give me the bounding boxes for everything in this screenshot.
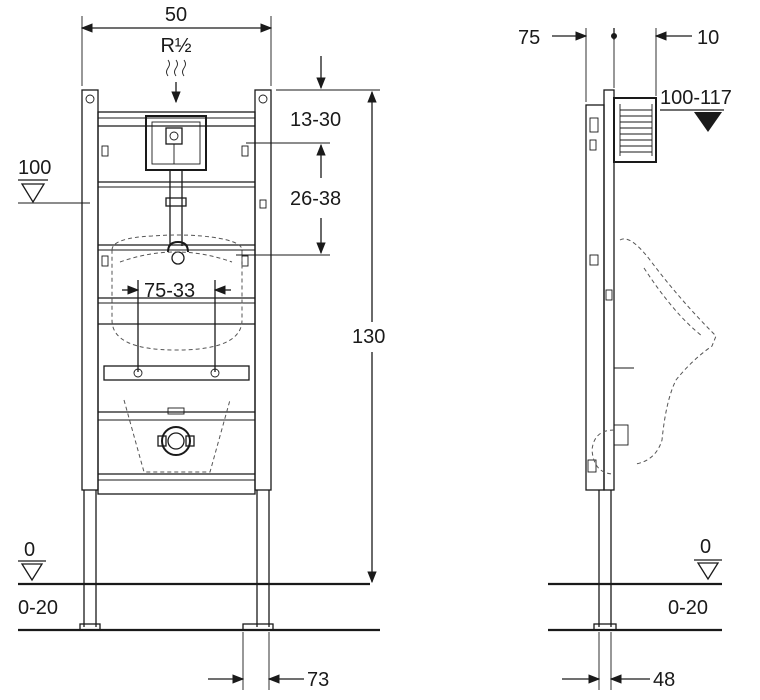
fixing-label: 75-33 (144, 280, 195, 302)
side-floor-marker: 0 0-20 (668, 536, 722, 619)
level-100-marker: 100 (18, 157, 90, 204)
depth-left-label: 75 (518, 27, 540, 49)
flush-panel-side (613, 97, 657, 163)
level-100-label: 100 (18, 157, 51, 179)
water-supply-icon (166, 59, 186, 104)
height-dimensions: 13-30 26-38 130 (236, 56, 385, 584)
drain-connection (157, 407, 195, 456)
thread-label: R½ (160, 35, 191, 57)
urinal-outline-side (591, 238, 717, 475)
front-floor-range-label: 0-20 (18, 597, 58, 619)
frame-uprights (79, 89, 274, 631)
side-view: 75 10 100-117 0 0-20 48 (518, 27, 732, 691)
supply-pipe (165, 170, 189, 265)
front-floor-marker: 0 0-20 (18, 539, 58, 619)
width-label: 50 (165, 4, 187, 26)
panel-level-marker: 100-117 (660, 87, 732, 132)
foot-offset-label: 48 (653, 669, 675, 691)
depth-right-label: 10 (697, 27, 719, 49)
flush-valve-housing (145, 115, 207, 171)
side-floor-level-label: 0 (700, 536, 711, 558)
front-view: 75-33 50 R½ 100 13-30 (18, 4, 385, 691)
side-floor-lines (548, 582, 722, 632)
height-label: 130 (352, 326, 385, 348)
side-floor-range-label: 0-20 (668, 597, 708, 619)
width-dimension: 50 R½ (80, 4, 273, 86)
frame-body (97, 111, 267, 495)
front-floor-lines (18, 582, 380, 632)
leg-offset-label: 73 (307, 669, 329, 691)
panel-label: 100-117 (660, 87, 732, 109)
fixing-dimension: 75-33 (122, 280, 231, 372)
spacing-label: 26-38 (290, 188, 341, 210)
urinal-outline-front (111, 234, 243, 473)
flush-height-label: 13-30 (290, 109, 341, 131)
front-floor-level-label: 0 (24, 539, 35, 561)
foot-offset-dimension: 48 (562, 632, 675, 691)
leg-offset-dimension: 73 (208, 632, 329, 691)
side-frame-profile (585, 89, 634, 631)
side-top-dimensions: 75 10 (518, 27, 719, 102)
